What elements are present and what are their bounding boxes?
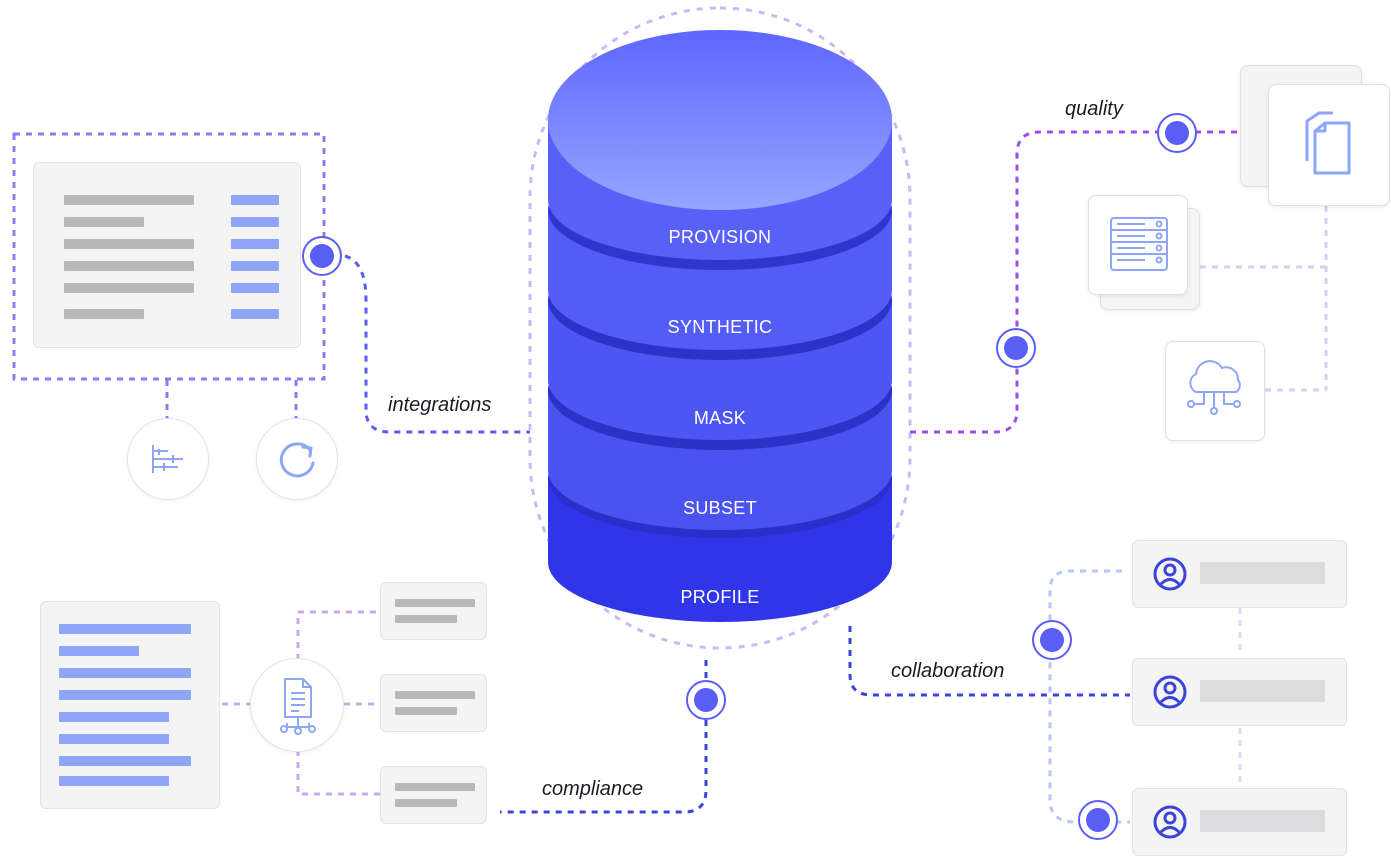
- compliance-label: compliance: [542, 778, 644, 800]
- server-icon: [1110, 217, 1168, 271]
- file-tree-icon: [280, 678, 316, 735]
- layer-label-provision: PROVISION: [669, 227, 772, 247]
- documents-card[interactable]: [1268, 84, 1390, 206]
- layer-provision[interactable]: [548, 30, 892, 260]
- compliance-node[interactable]: [686, 680, 726, 720]
- layer-label-profile: PROFILE: [680, 587, 759, 607]
- policy-card-2[interactable]: [380, 674, 487, 732]
- collaboration-node[interactable]: [1032, 620, 1072, 660]
- cloud-icon: [1187, 360, 1241, 415]
- server-card[interactable]: [1088, 195, 1188, 295]
- quality-label: quality: [1065, 98, 1123, 120]
- user-card-2[interactable]: [1132, 658, 1347, 726]
- refresh-button[interactable]: [256, 418, 338, 500]
- user-card-1[interactable]: [1132, 540, 1347, 608]
- sliders-icon: [152, 445, 183, 473]
- collaboration-bottom-node[interactable]: [1078, 800, 1118, 840]
- file-tree-button[interactable]: [250, 658, 344, 752]
- integration-table-card[interactable]: [33, 162, 301, 348]
- policy-card-3[interactable]: [380, 766, 487, 824]
- layer-label-synthetic: SYNTHETIC: [668, 317, 773, 337]
- compliance-document-card[interactable]: [40, 601, 220, 809]
- policy-card-1[interactable]: [380, 582, 487, 640]
- quality-mid-node[interactable]: [996, 328, 1036, 368]
- user-icon: [1153, 805, 1187, 839]
- layer-label-subset: SUBSET: [683, 498, 757, 518]
- integrations-node[interactable]: [302, 236, 342, 276]
- documents-icon: [1305, 111, 1351, 175]
- user-icon: [1153, 557, 1187, 591]
- quality-node[interactable]: [1157, 113, 1197, 153]
- integrations-label: integrations: [388, 394, 492, 416]
- user-card-3[interactable]: [1132, 788, 1347, 856]
- cloud-card[interactable]: [1165, 341, 1265, 441]
- refresh-icon: [279, 442, 315, 478]
- collaboration-label: collaboration: [891, 660, 1005, 682]
- layer-label-mask: MASK: [694, 408, 746, 428]
- sliders-button[interactable]: [127, 418, 209, 500]
- database-outline: [528, 6, 912, 650]
- user-icon: [1153, 675, 1187, 709]
